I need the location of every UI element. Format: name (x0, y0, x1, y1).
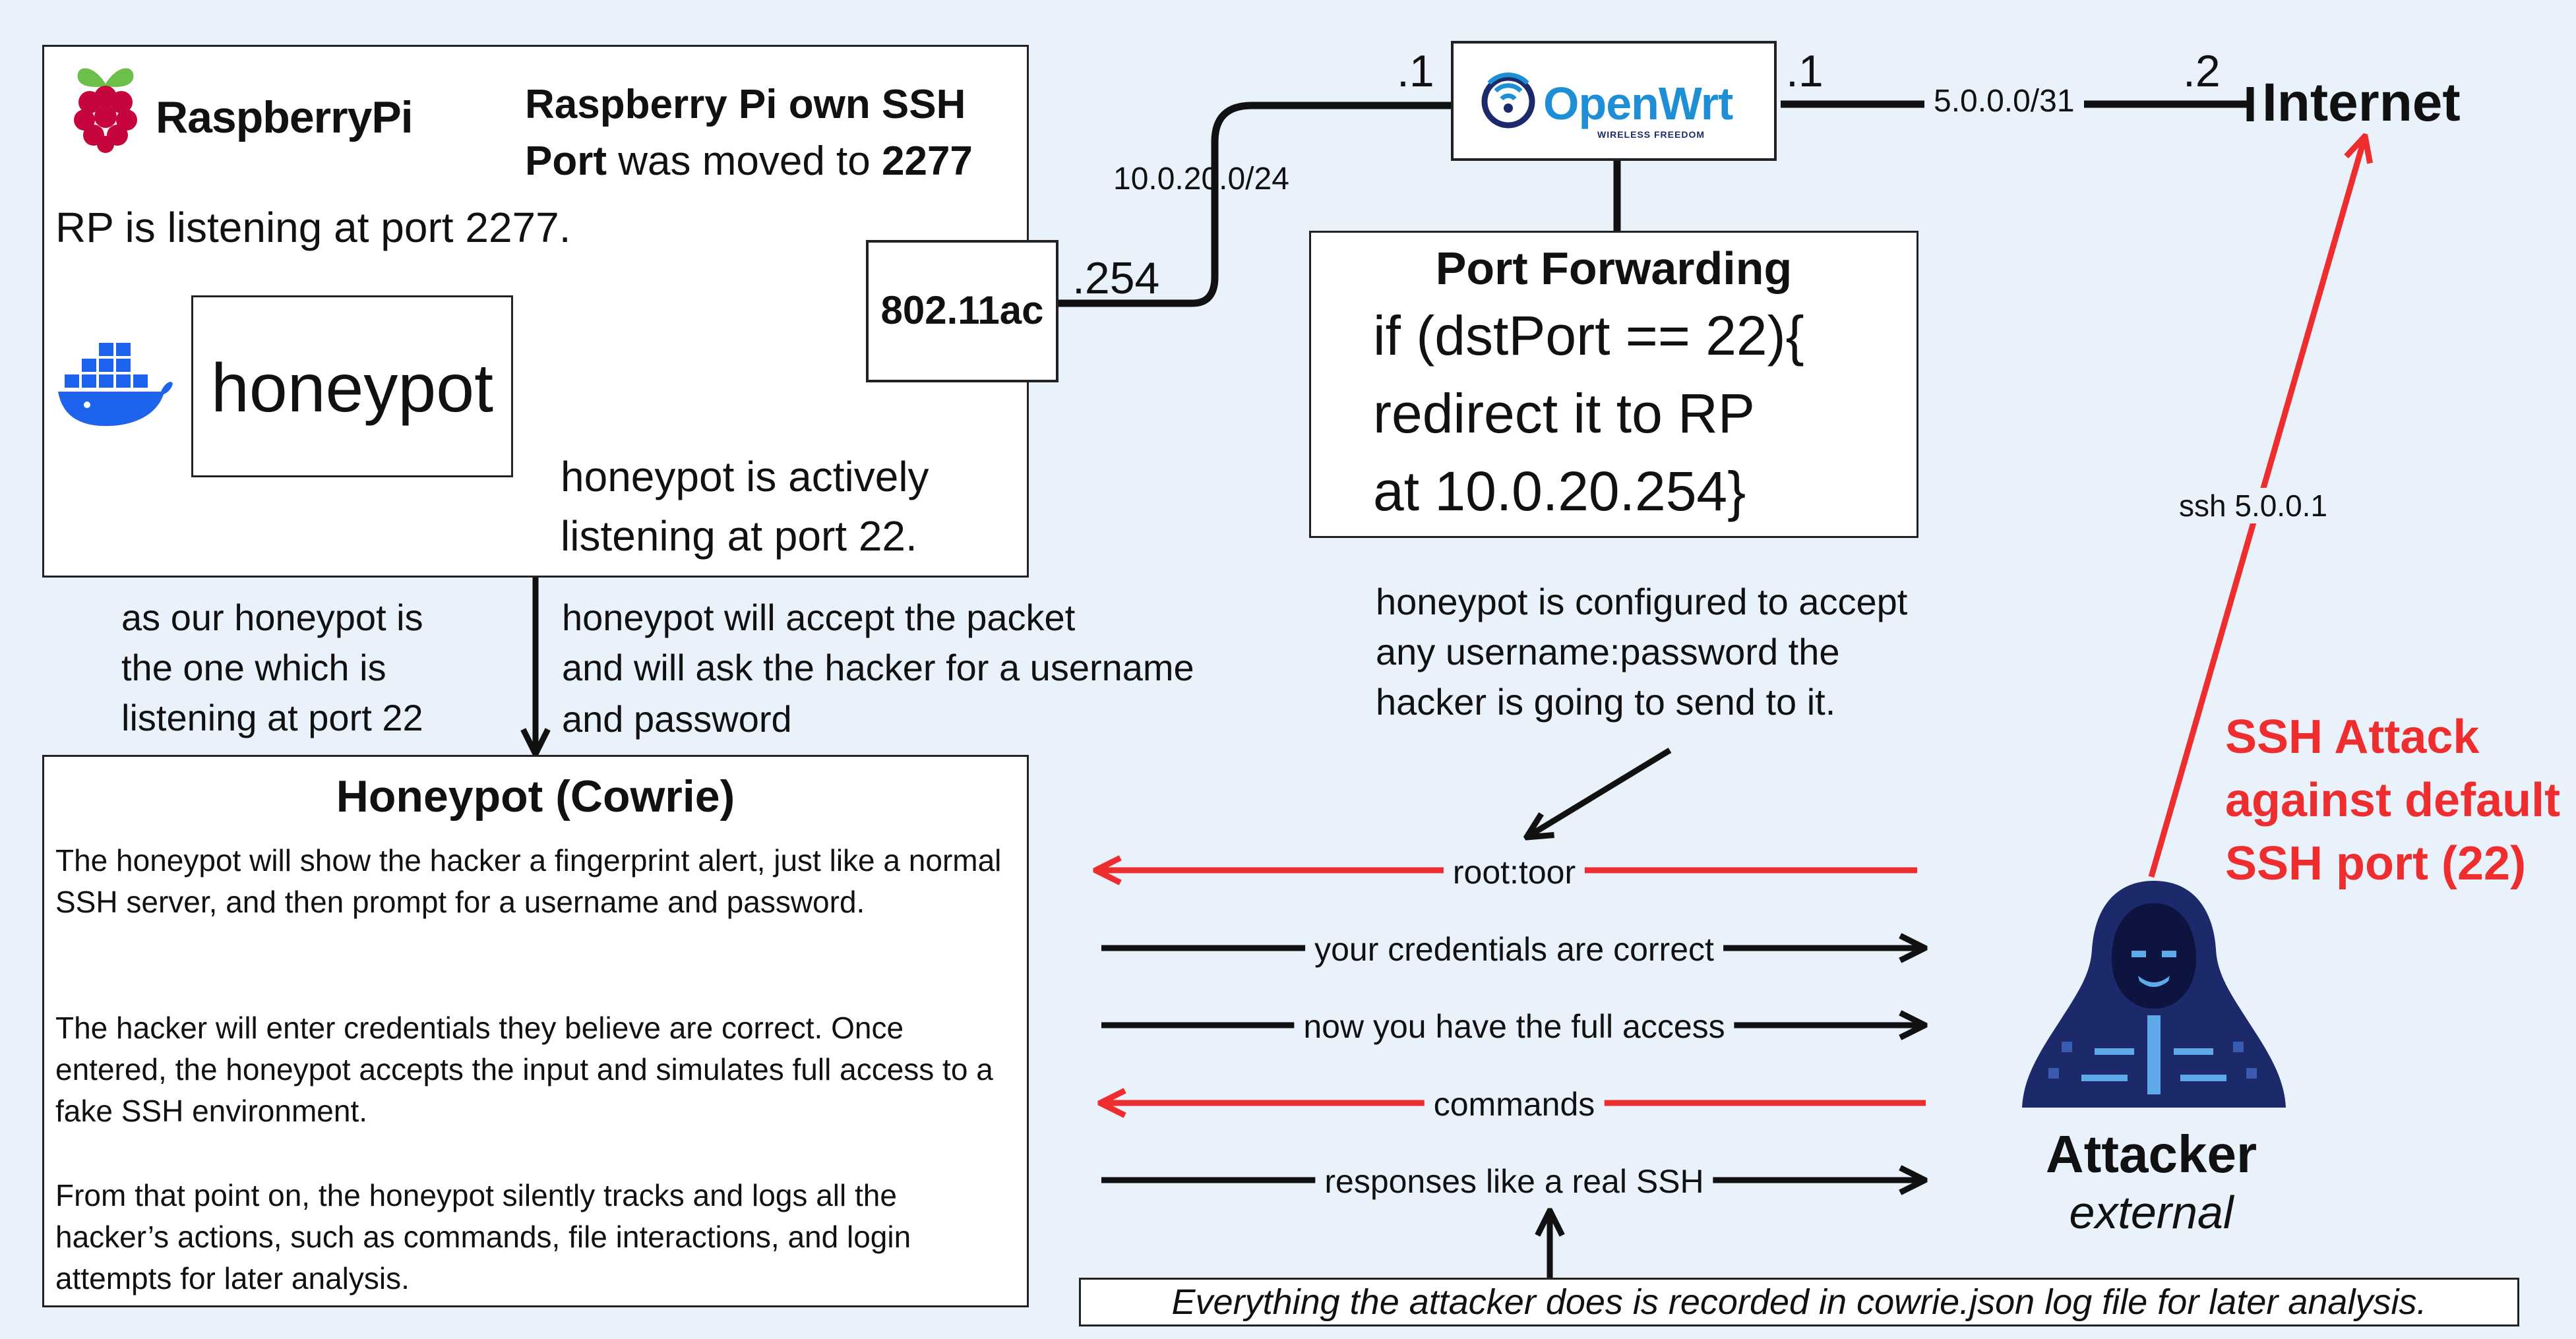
port-forwarding-line1: if (dstPort == 22){ (1373, 305, 1804, 367)
wifi-adapter-label: 802.11ac (880, 288, 1044, 332)
port-forwarding-line3: at 10.0.20.254} (1373, 460, 1746, 522)
attack-line-2: against default (2225, 774, 2561, 827)
left-note-2: the one which is (121, 647, 386, 688)
mid-note-1: honeypot will accept the packet (562, 597, 1076, 638)
cowrie-paragraph-2: The hacker will enter credentials they b… (55, 1011, 993, 1128)
ssh-moved-line1: Raspberry Pi own SSH (525, 82, 966, 127)
docker-whale-icon (58, 343, 173, 427)
honeypot-container-label: honeypot (211, 350, 493, 427)
port-forwarding-box (1309, 231, 1918, 538)
attacker-sublabel: external (2069, 1187, 2234, 1238)
log-footer-text: Everything the attacker does is recorded… (1171, 1282, 2427, 1322)
cowrie-paragraph-3: From that point on, the honeypot silentl… (55, 1178, 911, 1295)
honeypot-active-note-1: honeypot is actively (561, 453, 929, 500)
attack-line-3: SSH port (22) (2225, 837, 2527, 890)
ssh-port-word: Port (525, 138, 607, 184)
mid-note-3: and password (562, 698, 792, 740)
ssh-moved-line2: Port was moved to 2277 (525, 137, 973, 185)
port-forwarding-line2: redirect it to RP (1373, 382, 1755, 444)
config-arrow (1529, 748, 1672, 836)
honeypot-container-box (191, 295, 513, 477)
router-wan-ip-label: .1 (1786, 46, 1824, 96)
lan-subnet-label: 10.0.20.0/24 (1113, 162, 1289, 196)
left-note-3: listening at port 22 (121, 697, 423, 738)
router-lan-ip-label: .1 (1397, 46, 1434, 96)
cowrie-title: Honeypot (Cowrie) (336, 771, 735, 821)
config-note-3: hacker is going to send to it. (1376, 681, 1836, 723)
wifi-adapter-box (866, 240, 1058, 382)
wan-subnet-label: 5.0.0.0/31 (1924, 83, 2084, 121)
honeypot-active-note-2: listening at port 22. (561, 512, 917, 560)
flow-responses: responses like a real SSH (1315, 1162, 1713, 1201)
attack-line-1: SSH Attack (2225, 711, 2480, 763)
flow-credentials: your credentials are correct (1305, 930, 1723, 969)
mid-note-2: and will ask the hacker for a username (562, 647, 1194, 688)
openwrt-tagline: WIRELESS FREEDOM (1597, 129, 1705, 140)
flow-full-access: now you have the full access (1294, 1007, 1734, 1046)
internet-label: Internet (2262, 73, 2461, 133)
config-note-2: any username:password the (1376, 631, 1840, 672)
openwrt-wifi-icon (1481, 73, 1535, 129)
ssh-new-port: 2277 (881, 138, 973, 184)
raspberry-pi-logo-icon (74, 68, 137, 153)
config-note-1: honeypot is configured to accept (1376, 581, 1908, 622)
rp-listening-note: RP is listening at port 2277. (55, 204, 571, 251)
cowrie-box (42, 755, 1029, 1307)
raspberry-pi-logo-text: RaspberryPi (156, 92, 414, 142)
flow-commands: commands (1424, 1085, 1605, 1124)
rp-ip-label: .254 (1072, 253, 1160, 303)
hooded-attacker-icon (2022, 881, 2286, 1108)
openwrt-router-box (1451, 41, 1777, 161)
flow-root-toor: root:toor (1443, 853, 1585, 892)
ssh-target-label: ssh 5.0.0.1 (2170, 488, 2337, 524)
internet-ip-label: .2 (2183, 46, 2221, 96)
wifi-router-link (1055, 102, 1454, 307)
openwrt-router-name: OpenWrt (1543, 78, 1733, 129)
attacker-label: Attacker (2045, 1125, 2257, 1183)
left-note-1: as our honeypot is (121, 597, 423, 638)
cowrie-paragraph-1: The honeypot will show the hacker a fing… (55, 843, 1002, 919)
log-footer-box (1079, 1278, 2519, 1326)
port-forwarding-title: Port Forwarding (1435, 243, 1793, 294)
ssh-moved-mid: was moved to (618, 138, 871, 184)
